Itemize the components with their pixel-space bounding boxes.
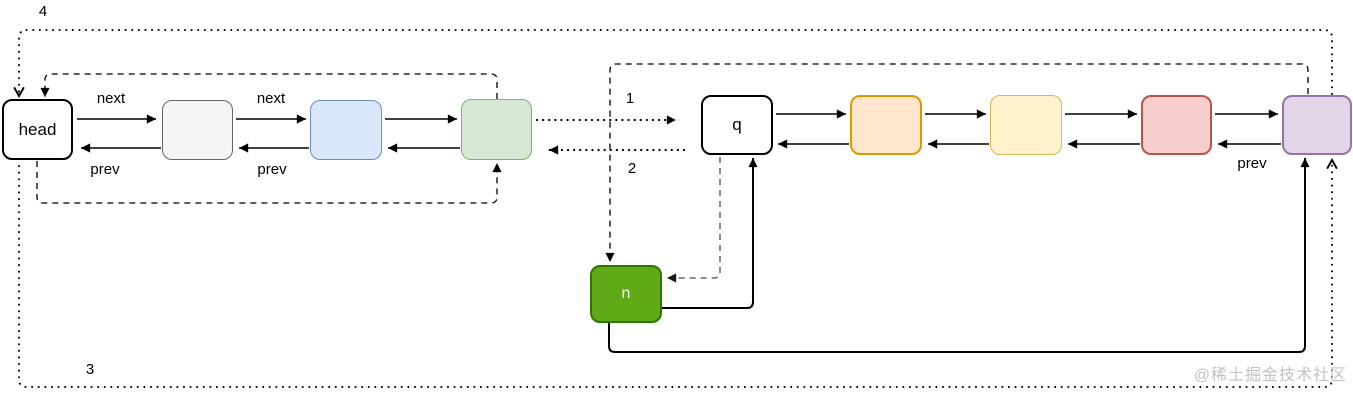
node-purple: [1282, 95, 1352, 155]
node-orange: [850, 95, 922, 155]
label-prev-2: prev: [257, 161, 287, 178]
label-prev-1: prev: [90, 161, 120, 178]
label-step-1: 1: [625, 90, 635, 107]
edge-n-to-purple: [608, 158, 1310, 353]
label-next-1: next: [96, 90, 126, 107]
label-step-2: 2: [627, 160, 637, 177]
edge-dashed-q-to-n: [667, 157, 721, 283]
node-q: q: [701, 95, 773, 155]
label-next-2: next: [256, 90, 286, 107]
label-prev-tail: prev: [1237, 155, 1267, 172]
edge-dashed-green-to-head: [40, 73, 498, 99]
node-blue: [310, 100, 382, 160]
label-step-3: 3: [85, 361, 95, 378]
node-q-label: q: [732, 115, 742, 134]
node-green: [461, 99, 532, 160]
edge-dashed-head-to-green: [36, 161, 502, 204]
edge-dotted-step4: [13, 29, 1333, 98]
node-n-label: n: [621, 285, 631, 302]
node-head: head: [2, 99, 73, 160]
node-red: [1141, 95, 1212, 155]
watermark: @稀土掘金技术社区: [1193, 367, 1347, 384]
label-step-4: 4: [38, 3, 48, 20]
node-gray: [162, 100, 233, 160]
node-head-label: head: [18, 119, 57, 139]
node-yellow: [990, 95, 1062, 155]
node-n: n: [590, 265, 662, 323]
edge-dashed-purple-to-n: [605, 63, 1309, 262]
edge-n-to-q: [662, 158, 758, 309]
